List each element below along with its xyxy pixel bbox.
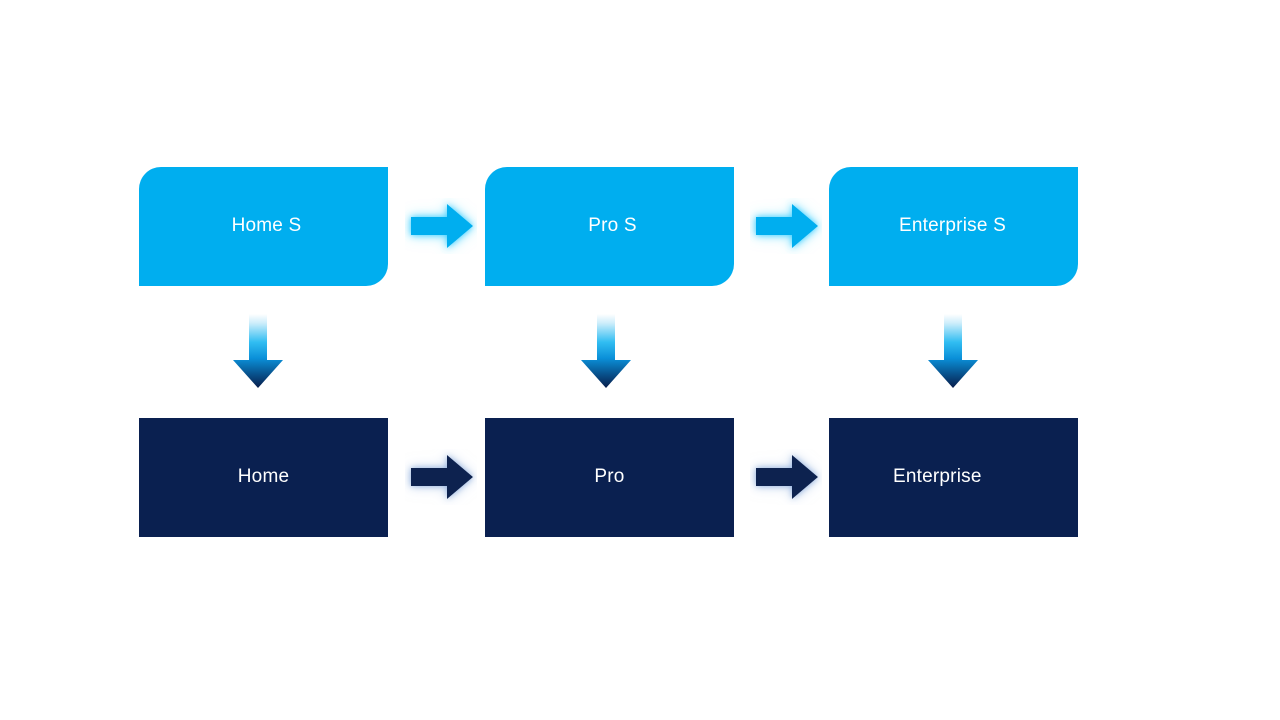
node-label: Home S <box>231 215 302 237</box>
node-enterprise[interactable]: Enterprise <box>829 418 1078 537</box>
arrow-down-icon <box>576 312 636 390</box>
arrow-right-icon <box>405 449 477 505</box>
node-label: Enterprise S <box>899 215 1006 237</box>
node-label: Pro S <box>588 215 637 237</box>
arrow-right-icon <box>750 449 822 505</box>
node-enterprise-s[interactable]: Enterprise S <box>829 167 1078 286</box>
node-label: Home <box>237 466 290 488</box>
node-label: Pro <box>594 466 625 488</box>
node-pro[interactable]: Pro <box>485 418 734 537</box>
node-label: Enterprise <box>893 466 982 488</box>
node-pro-s[interactable]: Pro S <box>485 167 734 286</box>
arrow-right-icon <box>405 198 477 254</box>
arrow-down-icon <box>923 312 983 390</box>
arrow-right-icon <box>750 198 822 254</box>
arrow-down-icon <box>228 312 288 390</box>
node-home[interactable]: Home <box>139 418 388 537</box>
node-home-s[interactable]: Home S <box>139 167 388 286</box>
